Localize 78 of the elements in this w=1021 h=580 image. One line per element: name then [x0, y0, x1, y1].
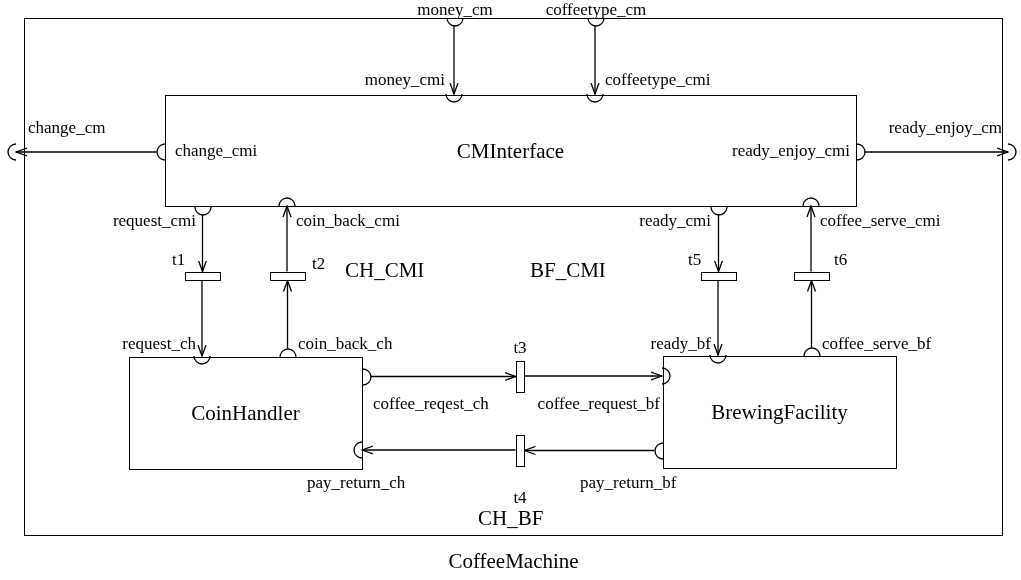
- connector-group-label: BF_CMI: [530, 258, 606, 282]
- component-name: CMInterface: [456, 138, 565, 163]
- port-icon: [856, 143, 865, 160]
- component-box: [662, 355, 897, 469]
- transition-label: t6: [834, 250, 848, 270]
- port-icon: [1008, 144, 1016, 160]
- arrow: [197, 279, 207, 357]
- port-label: coffeetype_cmi: [605, 70, 711, 90]
- port-label: coffee_serve_cmi: [820, 211, 941, 231]
- arrow: [863, 147, 1009, 157]
- transition-bar: [515, 434, 525, 467]
- component-name: CoinHandler: [191, 401, 300, 425]
- port-label: coffeetype_cm: [545, 0, 647, 20]
- arrow: [282, 205, 292, 273]
- transition-bar: [269, 271, 306, 281]
- connector-group-label: CH_BF: [478, 506, 544, 530]
- arrow: [197, 213, 208, 273]
- port-icon: [354, 442, 362, 458]
- connector-group-label: CH_CMI: [345, 258, 425, 282]
- port-icon: [446, 17, 463, 26]
- port-icon: [362, 368, 371, 385]
- transition-bar: [515, 360, 525, 393]
- arrow: [806, 205, 816, 273]
- port-icon: [662, 368, 670, 384]
- transition-label: t4: [513, 488, 527, 508]
- arrow: [449, 24, 459, 95]
- port-icon: [587, 94, 603, 102]
- arrow: [369, 371, 517, 382]
- arrow: [590, 24, 600, 95]
- port-label: coffee_serve_bf: [822, 334, 932, 354]
- component-name: BrewingFacility: [711, 400, 848, 424]
- port-icon: [654, 442, 663, 459]
- transition-label: t2: [312, 254, 326, 274]
- port-label: ready_enjoy_cmi: [732, 141, 850, 161]
- port-label: change_cmi: [175, 141, 258, 161]
- port-icon: [156, 143, 165, 160]
- port-label: ready_cmi: [639, 211, 711, 231]
- port-label: money_cmi: [364, 70, 445, 90]
- port-icon: [279, 198, 295, 206]
- port-icon: [587, 17, 604, 26]
- port-label: request_cmi: [112, 211, 196, 231]
- transition-bar: [700, 271, 737, 281]
- port-label: money_cm: [417, 0, 493, 20]
- port-icon: [710, 206, 727, 215]
- port-icon: [194, 356, 210, 364]
- arrow: [361, 445, 517, 455]
- transition-label: t5: [688, 250, 702, 270]
- port-icon: [446, 94, 462, 102]
- port-icon: [710, 355, 726, 363]
- arrow: [523, 445, 656, 456]
- arrow: [282, 279, 293, 350]
- transition-label: t3: [513, 338, 527, 358]
- component-box: [128, 356, 363, 470]
- transition-label: t1: [172, 250, 186, 270]
- port-label: pay_return_ch: [307, 473, 406, 493]
- transition-bar: [184, 271, 221, 281]
- port-label: coffee_request_bf: [537, 394, 660, 414]
- port-label: request_ch: [122, 334, 196, 354]
- port-icon: [279, 348, 296, 357]
- arrow: [15, 147, 158, 157]
- port-label: ready_enjoy_cm: [888, 118, 1002, 138]
- port-label: coin_back_ch: [298, 334, 393, 354]
- arrow: [523, 371, 663, 381]
- arrow: [713, 213, 724, 273]
- port-label: coffee_reqest_ch: [373, 394, 489, 414]
- transition-bar: [793, 271, 830, 281]
- component-title: CoffeeMachine: [448, 549, 579, 573]
- port-icon: [803, 347, 820, 356]
- arrow: [713, 279, 723, 356]
- port-label: change_cm: [28, 118, 106, 138]
- port-icon: [803, 198, 819, 206]
- port-icon: [8, 144, 16, 160]
- component-box: [164, 94, 857, 207]
- arrow: [806, 279, 817, 349]
- port-label: coin_back_cmi: [296, 211, 400, 231]
- port-label: ready_bf: [650, 334, 711, 354]
- port-icon: [194, 206, 211, 215]
- port-label: pay_return_bf: [580, 473, 677, 493]
